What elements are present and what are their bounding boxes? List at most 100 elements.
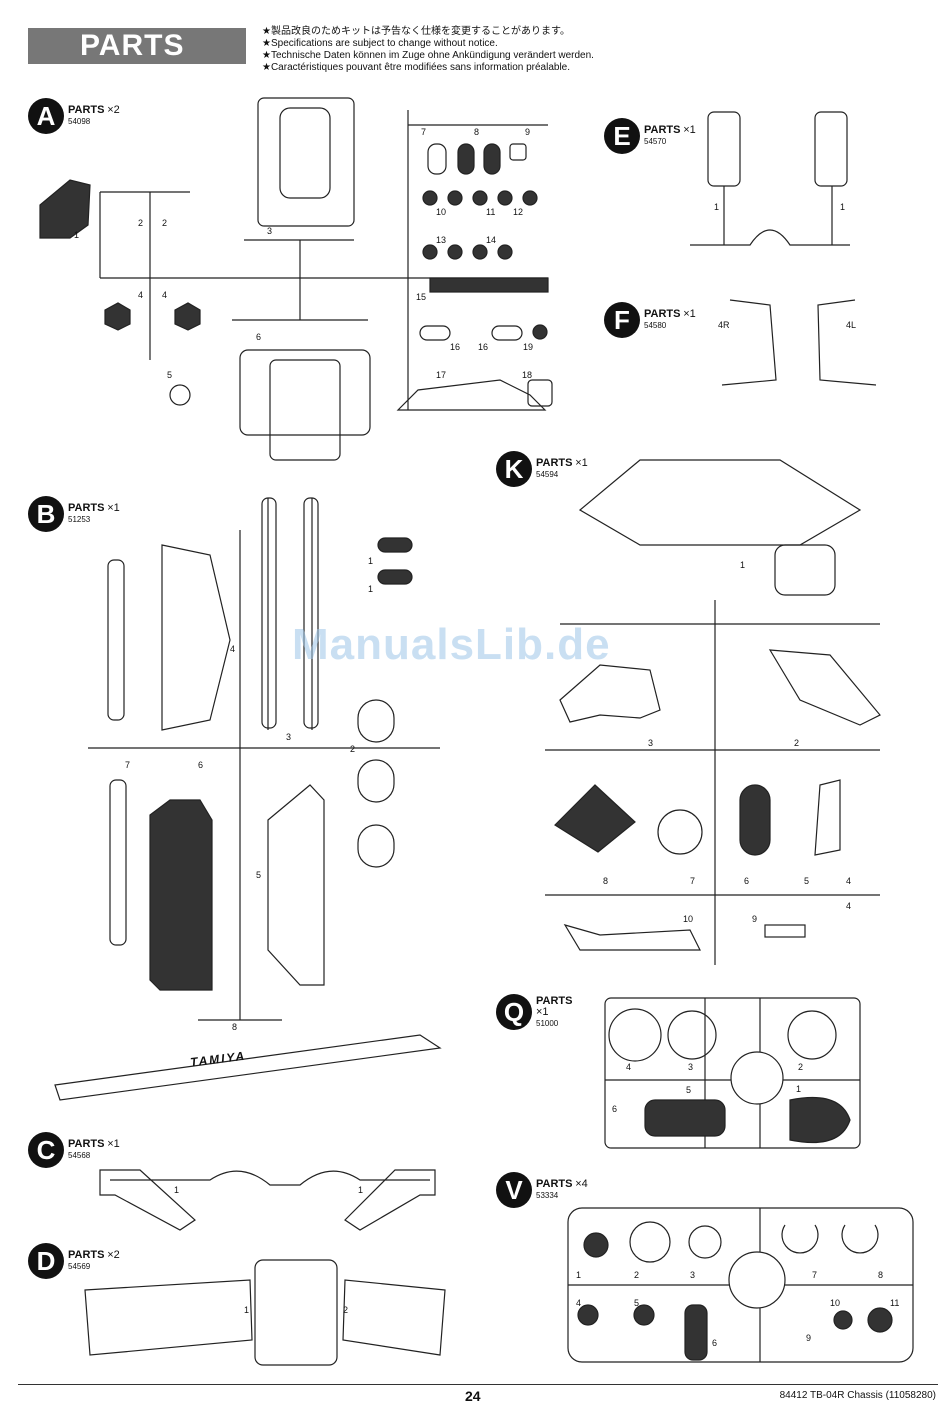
part-number: 16 (450, 342, 461, 352)
part-number: 6 (612, 1104, 618, 1114)
part-number: 4 (138, 290, 144, 300)
part-number: 7 (421, 127, 427, 137)
note-line: ★製品改良のためキットは予告なく仕様を変更することがあります。 (262, 26, 570, 37)
parts-label: PARTS (536, 457, 573, 469)
page-title: PARTS (28, 28, 246, 64)
part-number: 1 (358, 1185, 364, 1195)
part-number: 8 (474, 127, 480, 137)
part-number: 6 (744, 876, 750, 886)
part-number: 16 (478, 342, 489, 352)
part-number: 5 (804, 876, 810, 886)
part-number: 3 (690, 1270, 696, 1280)
part-number: 4 (626, 1062, 632, 1072)
group-letter-badge: V (496, 1172, 532, 1208)
parts-qty: ×1 (683, 308, 696, 320)
footer-divider (18, 1384, 938, 1385)
part-number: 7 (690, 876, 696, 886)
part-number: 6 (712, 1338, 718, 1348)
parts-label: PARTS (536, 994, 573, 1007)
parts-code: 54098 (68, 117, 91, 126)
part-number: 6 (198, 760, 204, 770)
group-letter-badge: A (28, 98, 64, 134)
part-number: 1 (714, 202, 720, 212)
part-number: 2 (798, 1062, 804, 1072)
part-number: 1 (740, 560, 746, 570)
part-number: 14 (486, 235, 497, 245)
part-number: 15 (416, 292, 427, 302)
parts-label: PARTS (68, 1138, 105, 1150)
sprue-f-drawing (721, 299, 877, 386)
part-number: 9 (806, 1333, 812, 1343)
part-number: 11 (890, 1298, 900, 1308)
sprue-b-drawing (54, 497, 442, 1101)
part-number: 12 (513, 207, 524, 217)
parts-code: 51253 (68, 515, 91, 524)
watermark: ManualsLib.de (292, 620, 611, 669)
part-number: 6 (256, 332, 262, 342)
part-number: 10 (830, 1298, 841, 1308)
part-number: 5 (634, 1298, 640, 1308)
parts-qty: ×2 (107, 104, 120, 116)
part-number: 4 (846, 901, 852, 911)
parts-code: 53334 (536, 1191, 559, 1200)
part-number: 1 (368, 556, 374, 566)
parts-label: PARTS (644, 124, 681, 136)
part-number: 2 (343, 1305, 349, 1315)
note-line: ★Specifications are subject to change wi… (262, 38, 498, 49)
part-number: 4L (846, 320, 857, 330)
parts-label: PARTS (644, 308, 681, 320)
part-number: 8 (603, 876, 609, 886)
part-number: 5 (686, 1085, 692, 1095)
part-number: 1 (368, 584, 374, 594)
part-number: 13 (436, 235, 447, 245)
sprue-k-drawing (545, 459, 881, 965)
part-number: 3 (286, 732, 292, 742)
part-number: 4 (846, 876, 852, 886)
part-number: 10 (683, 914, 694, 924)
part-number: 5 (167, 370, 173, 380)
part-number: 9 (752, 914, 758, 924)
part-number: 4R (718, 320, 730, 330)
parts-qty: ×2 (107, 1249, 120, 1261)
footer-reference: 84412 TB-04R Chassis (11058280) (779, 1390, 936, 1401)
part-number: 1 (244, 1305, 250, 1315)
parts-code: 51000 (536, 1018, 559, 1028)
part-number: 2 (634, 1270, 640, 1280)
parts-label: PARTS (68, 1249, 105, 1261)
page-number: 24 (465, 1388, 481, 1404)
part-number: 1 (796, 1084, 802, 1094)
sprue-d-drawing (84, 1259, 446, 1366)
part-number: 4 (162, 290, 168, 300)
group-letter-badge: F (604, 302, 640, 338)
part-number: 7 (812, 1270, 818, 1280)
parts-code: 54568 (68, 1151, 91, 1160)
group-letter-badge: E (604, 118, 640, 154)
part-number: 10 (436, 207, 447, 217)
sprue-e-drawing (690, 111, 850, 246)
part-number: 1 (174, 1185, 180, 1195)
part-number: 17 (436, 370, 447, 380)
spec-notes: ★製品改良のためキットは予告なく仕様を変更することがあります。 ★Specifi… (262, 26, 594, 74)
part-number: 11 (486, 207, 496, 217)
parts-qty: ×1 (575, 457, 588, 469)
sprue-c-drawing (99, 1169, 436, 1231)
group-letter-badge: C (28, 1132, 64, 1168)
part-number: 4 (576, 1298, 582, 1308)
part-number: 19 (523, 342, 534, 352)
part-number: 3 (688, 1062, 694, 1072)
parts-qty: ×1 (107, 502, 120, 514)
group-letter-badge: Q (496, 994, 532, 1030)
group-letter-badge: K (496, 451, 532, 487)
part-number: 2 (138, 218, 144, 228)
note-line: ★Technische Daten können im Zuge ohne An… (262, 50, 594, 61)
parts-qty: ×1 (536, 1005, 549, 1018)
part-number: 1 (576, 1270, 582, 1280)
group-letter-badge: D (28, 1243, 64, 1279)
